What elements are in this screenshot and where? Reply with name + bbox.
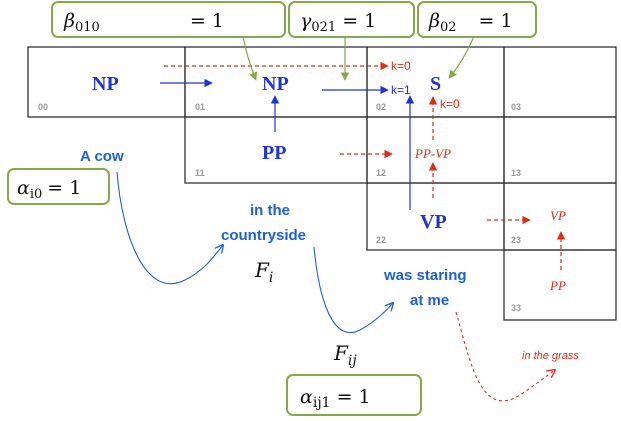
label-pp-11: PP [262,142,286,164]
phrase-was-staring: was staring [383,267,467,284]
svg-text:β02= 1: β02= 1 [428,10,513,35]
cell-index: 11 [195,168,205,178]
cell-index: 03 [511,102,521,112]
cell-index: 12 [376,168,386,178]
k-labels: k=0 k=1 k=0 [391,59,460,111]
svg-text:αij1= 1: αij1= 1 [300,386,371,411]
chart-grid [27,46,617,321]
k1-label: k=1 [391,83,411,97]
cell-index: 23 [511,235,521,245]
label-pp-vp-12: PP-VP [414,146,451,161]
k0-top-label: k=0 [391,59,411,73]
phrases: A cow in the countryside was staring at … [80,148,579,362]
param-beta-010: β010= 1 [51,1,286,38]
cell-index: 13 [511,168,521,178]
label-vp-23: VP [550,208,566,223]
red-arrows [164,61,566,270]
cell-index: 00 [38,102,48,112]
curve-countryside-to-staring [313,246,393,333]
cell-33 [503,249,617,321]
param-alpha-ij1: αij1= 1 [286,374,422,416]
cell-index: 01 [195,102,205,112]
cell-index: 33 [511,303,521,313]
nonterminals: NP NP S PP PP-VP VP VP PP [92,73,566,293]
label-vp-22: VP [420,211,447,233]
arrow-beta010 [242,35,258,81]
phrase-in-the-grass: in the grass [522,350,579,362]
label-pp-33: PP [549,278,566,293]
blue-arrows [160,78,415,210]
svg-text:β010= 1: β010= 1 [63,10,224,35]
cell-indices: 00 01 02 03 11 12 13 22 23 33 [38,102,521,313]
svg-text:γ021= 1: γ021= 1 [300,10,376,35]
k0-s-label: k=0 [440,97,460,111]
feature-f-ij: Fij [333,341,357,369]
label-np-00: NP [92,73,119,95]
curve-staring-to-grass [455,311,555,402]
feature-f-i: Fi [254,258,273,286]
svg-text:αi0= 1: αi0= 1 [17,177,81,202]
cell-index: 22 [376,235,386,245]
phrase-in-the: in the [250,202,290,219]
phrase-countryside: countryside [221,227,306,244]
span-curves [116,171,555,402]
green-arrows [242,35,475,81]
param-beta-02: β02= 1 [417,1,537,38]
param-gamma-021: γ021= 1 [288,1,415,38]
arrow-beta02 [448,35,475,79]
param-alpha-i0: αi0= 1 [7,168,110,205]
phrase-a-cow: A cow [80,148,124,165]
label-s-02: S [430,73,441,95]
phrase-at-me: at me [410,292,449,309]
label-np-01: NP [262,73,289,95]
curve-a-cow-to-countryside [116,171,223,285]
cell-index: 02 [376,102,386,112]
features: Fi Fij [254,258,357,369]
